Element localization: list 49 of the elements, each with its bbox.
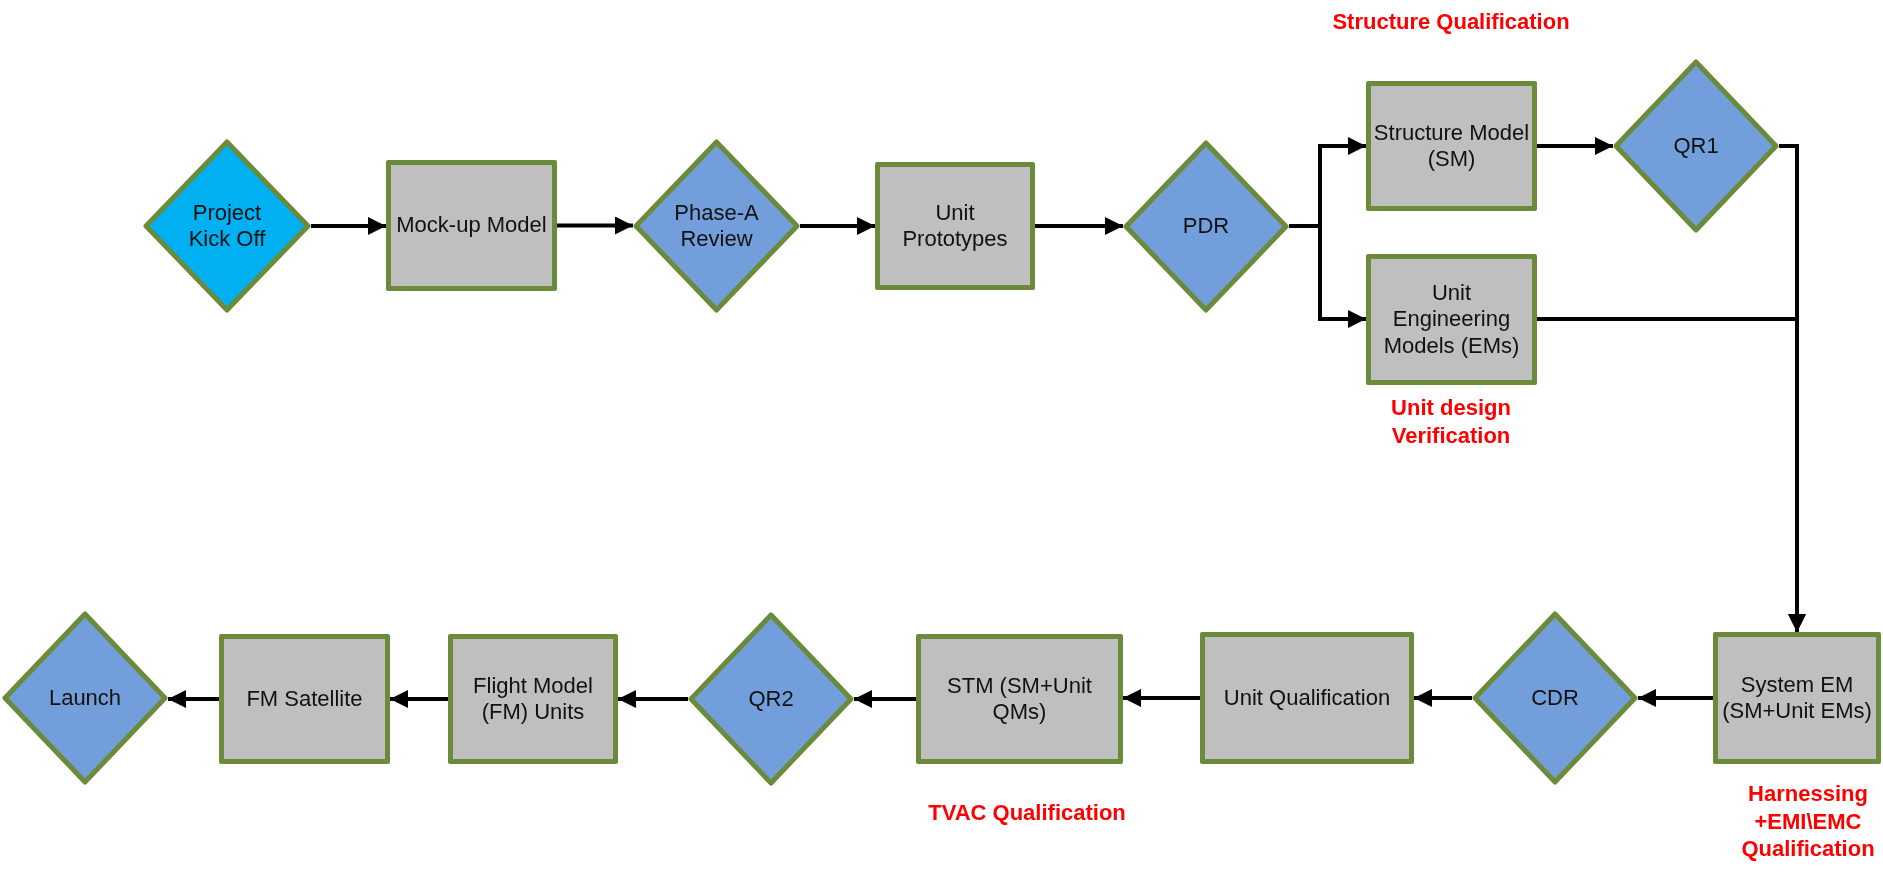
process-box xyxy=(386,160,557,291)
process-box xyxy=(1366,254,1537,385)
node-label: Mock-up Model xyxy=(396,212,547,239)
process-box xyxy=(1366,81,1537,211)
node-label: PDR xyxy=(1182,213,1230,240)
arrow xyxy=(1537,137,1613,155)
decision-diamond xyxy=(2,611,168,785)
node-label: System EM (SM+Unit EMs) xyxy=(1721,671,1873,725)
arrow xyxy=(1289,224,1366,328)
node-label: Unit Engineering Models (EMs) xyxy=(1382,279,1521,360)
decision-diamond xyxy=(1472,611,1638,785)
decision-diamond xyxy=(1123,140,1289,313)
decision-diamond xyxy=(1613,59,1779,233)
node-label: Flight Model (FM) Units xyxy=(472,672,594,726)
arrow xyxy=(854,690,916,708)
arrow xyxy=(557,216,633,235)
arrow xyxy=(168,690,219,708)
arrow xyxy=(1123,689,1200,707)
arrow xyxy=(618,690,688,708)
node-label: FM Satellite xyxy=(246,685,363,713)
process-box xyxy=(916,634,1123,764)
node-label: STM (SM+Unit QMs) xyxy=(946,672,1093,726)
process-box xyxy=(1713,632,1881,764)
process-box xyxy=(875,162,1035,290)
node-label: Unit Prototypes xyxy=(901,199,1009,253)
decision-diamond xyxy=(143,139,311,313)
node-label: Structure Model (SM) xyxy=(1373,119,1530,173)
arrow xyxy=(1638,689,1713,707)
annotation-label: TVAC Qualification xyxy=(927,799,1127,827)
arrow xyxy=(1035,217,1123,235)
node-label: QR2 xyxy=(748,685,794,713)
node-label: Launch xyxy=(48,684,122,712)
decision-diamond xyxy=(688,612,854,786)
node-label: QR1 xyxy=(1673,132,1719,160)
process-box xyxy=(219,634,390,764)
annotation-label: Structure Qualification xyxy=(1331,8,1571,36)
process-box xyxy=(1200,632,1414,764)
annotation-label: Unit design Verification xyxy=(1390,394,1512,449)
arrow xyxy=(1414,689,1472,707)
arrow xyxy=(800,217,875,235)
arrow xyxy=(390,690,448,708)
decision-diamond xyxy=(633,139,800,313)
node-label: Phase-A Review xyxy=(673,199,760,253)
annotation-label: Harnessing +EMI\EMC Qualification xyxy=(1740,780,1876,863)
process-box xyxy=(448,634,618,764)
arrow xyxy=(311,217,386,235)
node-label: CDR xyxy=(1531,684,1579,712)
node-label: Unit Qualification xyxy=(1223,684,1391,712)
node-label: Project Kick Off xyxy=(187,199,267,253)
